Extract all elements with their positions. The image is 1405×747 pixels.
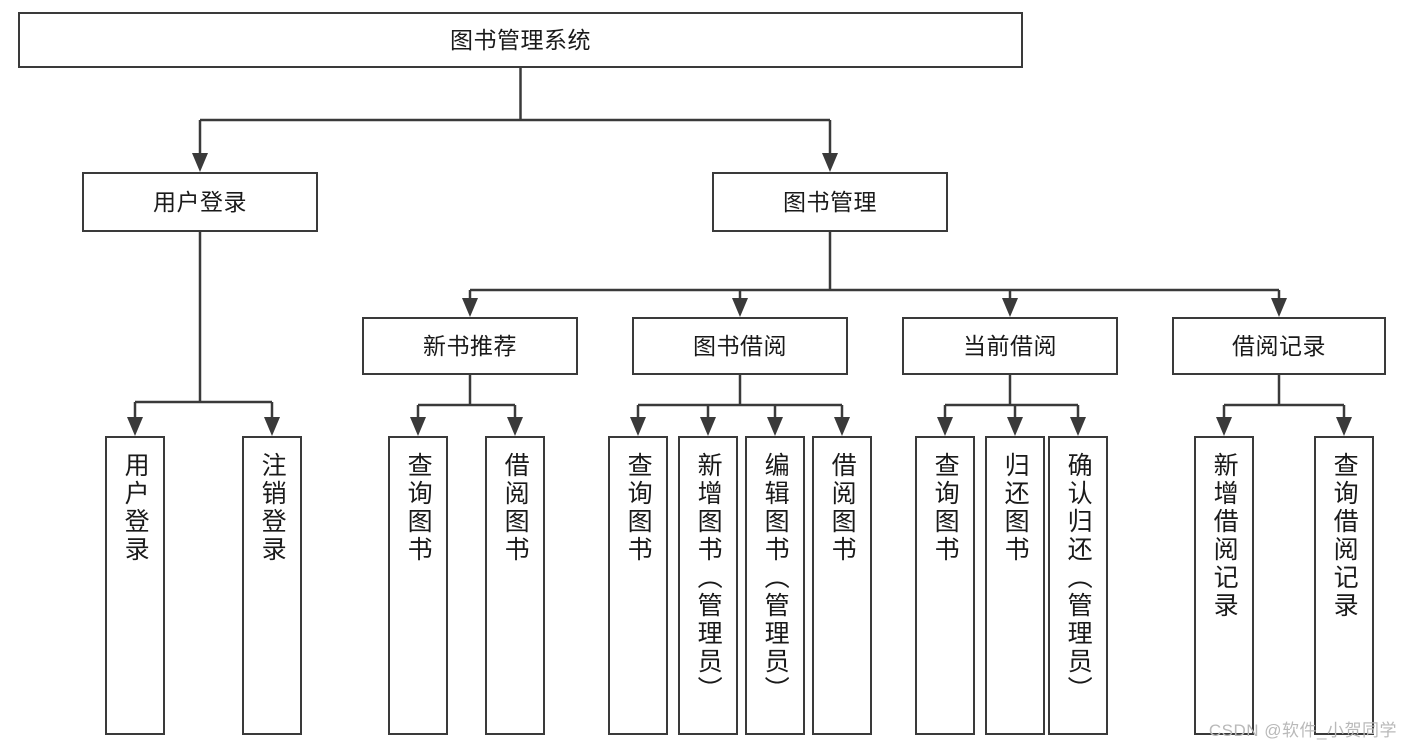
node-label: 查询图书: [404, 452, 433, 564]
node-leaf-6[interactable]: 新增图书（管理员）: [678, 436, 738, 735]
node-leaf-1[interactable]: 用户登录: [105, 436, 165, 735]
node-bookmgmt[interactable]: 图书管理: [712, 172, 948, 232]
node-root[interactable]: 图书管理系统: [18, 12, 1023, 68]
node-label: 确认归还（管理员）: [1064, 452, 1093, 704]
node-label: 注销登录: [258, 452, 287, 564]
watermark-label: CSDN @软件_小贺同学: [1208, 721, 1397, 740]
node-leaf-12[interactable]: 新增借阅记录: [1194, 436, 1254, 735]
node-leaf-11[interactable]: 确认归还（管理员）: [1048, 436, 1108, 735]
node-label: 借阅图书: [828, 452, 857, 564]
node-label: 查询借阅记录: [1330, 452, 1359, 620]
node-leaf-10[interactable]: 归还图书: [985, 436, 1045, 735]
node-label: 新增借阅记录: [1210, 452, 1239, 620]
node-current[interactable]: 当前借阅: [902, 317, 1118, 375]
node-leaf-4[interactable]: 借阅图书: [485, 436, 545, 735]
node-label: 当前借阅: [963, 332, 1057, 359]
node-label: 编辑图书（管理员）: [761, 452, 790, 704]
node-label: 新书推荐: [423, 332, 517, 359]
node-label: 图书管理系统: [450, 26, 591, 53]
node-label: 归还图书: [1001, 452, 1030, 564]
node-label: 用户登录: [121, 452, 150, 564]
node-leaf-2[interactable]: 注销登录: [242, 436, 302, 735]
node-label: 新增图书（管理员）: [694, 452, 723, 704]
node-label: 借阅图书: [501, 452, 530, 564]
node-label: 用户登录: [153, 188, 247, 215]
node-leaf-7[interactable]: 编辑图书（管理员）: [745, 436, 805, 735]
node-login[interactable]: 用户登录: [82, 172, 318, 232]
node-leaf-13[interactable]: 查询借阅记录: [1314, 436, 1374, 735]
node-label: 图书管理: [783, 188, 877, 215]
node-newrec[interactable]: 新书推荐: [362, 317, 578, 375]
node-records[interactable]: 借阅记录: [1172, 317, 1386, 375]
node-label: 查询图书: [931, 452, 960, 564]
node-label: 借阅记录: [1232, 332, 1326, 359]
node-label: 图书借阅: [693, 332, 787, 359]
node-label: 查询图书: [624, 452, 653, 564]
node-borrow[interactable]: 图书借阅: [632, 317, 848, 375]
node-leaf-3[interactable]: 查询图书: [388, 436, 448, 735]
node-leaf-5[interactable]: 查询图书: [608, 436, 668, 735]
node-leaf-9[interactable]: 查询图书: [915, 436, 975, 735]
node-leaf-8[interactable]: 借阅图书: [812, 436, 872, 735]
